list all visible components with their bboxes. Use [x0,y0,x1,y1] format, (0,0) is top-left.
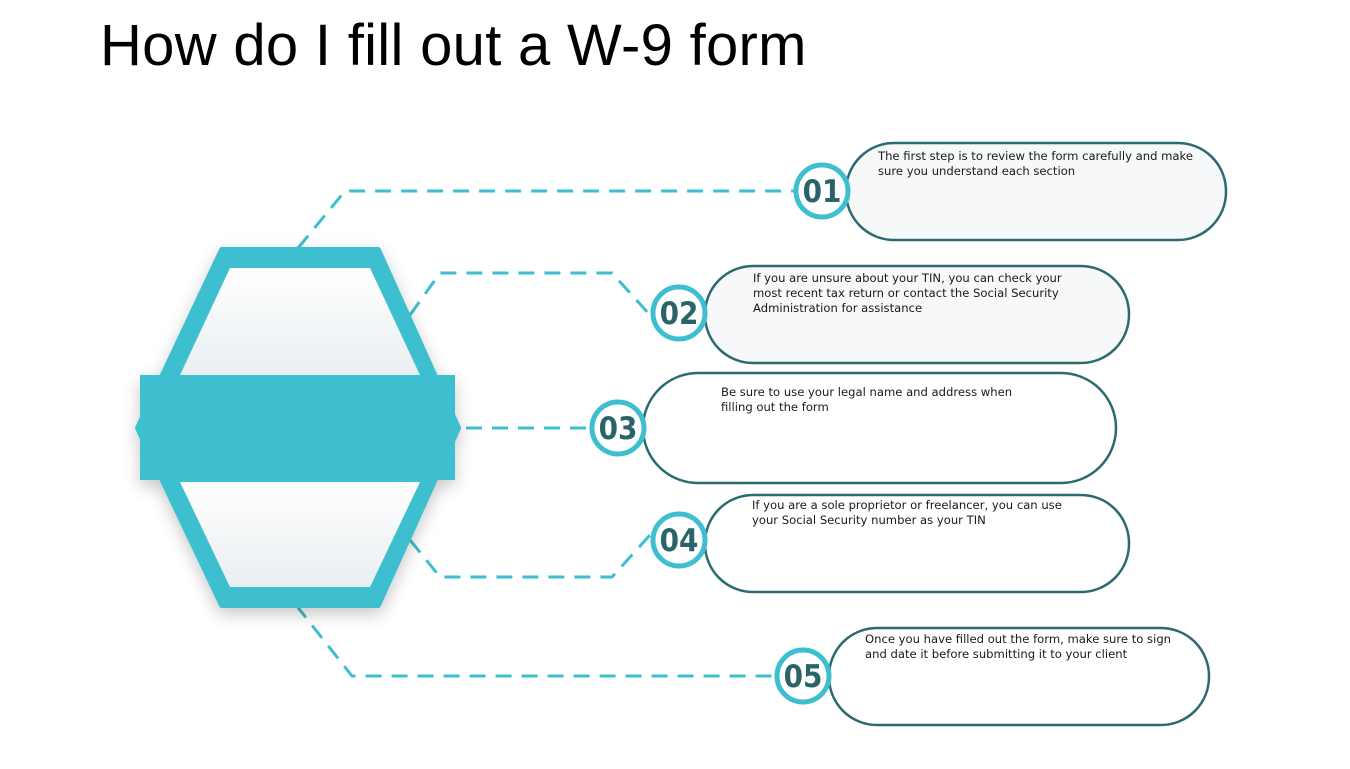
page-title: How do I fill out a W-9 form [100,13,807,78]
hexagon-graphic [135,247,461,608]
step-number-03: 03 [599,411,638,447]
step-text-02: If you are unsure about your TIN, you ca… [753,271,1062,315]
step-text-01: The first step is to review the form car… [878,149,1193,178]
badge-03: 03 [589,399,647,457]
step-number-02: 02 [660,296,699,332]
connector-05 [294,604,780,678]
badge-02: 02 [650,284,708,342]
connector-02 [408,271,652,317]
badge-01: 01 [793,162,851,220]
step-pills [641,141,1228,727]
step-text-04: If you are a sole proprietor or freelanc… [752,498,1062,527]
badge-05: 05 [774,647,832,705]
step-text-05: Once you have filled out the form, make … [865,632,1172,661]
step-text-03: Be sure to use your legal name and addre… [721,385,1013,414]
number-badges: 01 02 03 04 05 [589,162,851,705]
step-number-01: 01 [803,174,842,210]
badge-04: 04 [650,511,708,569]
connector-lines [294,189,795,678]
step-number-05: 05 [784,659,823,695]
step-number-04: 04 [660,523,699,559]
connector-01 [296,189,795,249]
connector-04 [408,533,652,579]
